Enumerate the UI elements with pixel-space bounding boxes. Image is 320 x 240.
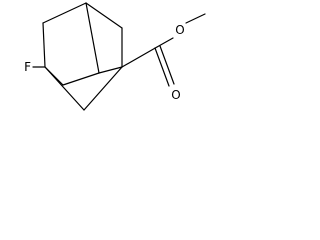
bond: [85, 2, 123, 29]
fluorine-label: F: [24, 60, 31, 74]
bond: [44, 66, 85, 111]
bond: [42, 2, 87, 24]
double-bond-c-o-a: [154, 47, 170, 87]
molecule-structure: F O O: [24, 2, 206, 111]
double-bond-c-o-b: [159, 45, 175, 85]
bond-o-methyl: [185, 13, 206, 24]
bond: [42, 22, 46, 68]
bond-c-o-ester: [156, 37, 174, 48]
bond-c-carbonyl: [121, 46, 158, 68]
bond: [62, 72, 100, 86]
bond: [83, 66, 123, 111]
bond: [98, 66, 123, 74]
carbonyl-oxygen-label: O: [171, 88, 180, 102]
bond: [85, 2, 100, 74]
ester-oxygen-label: O: [175, 23, 184, 37]
